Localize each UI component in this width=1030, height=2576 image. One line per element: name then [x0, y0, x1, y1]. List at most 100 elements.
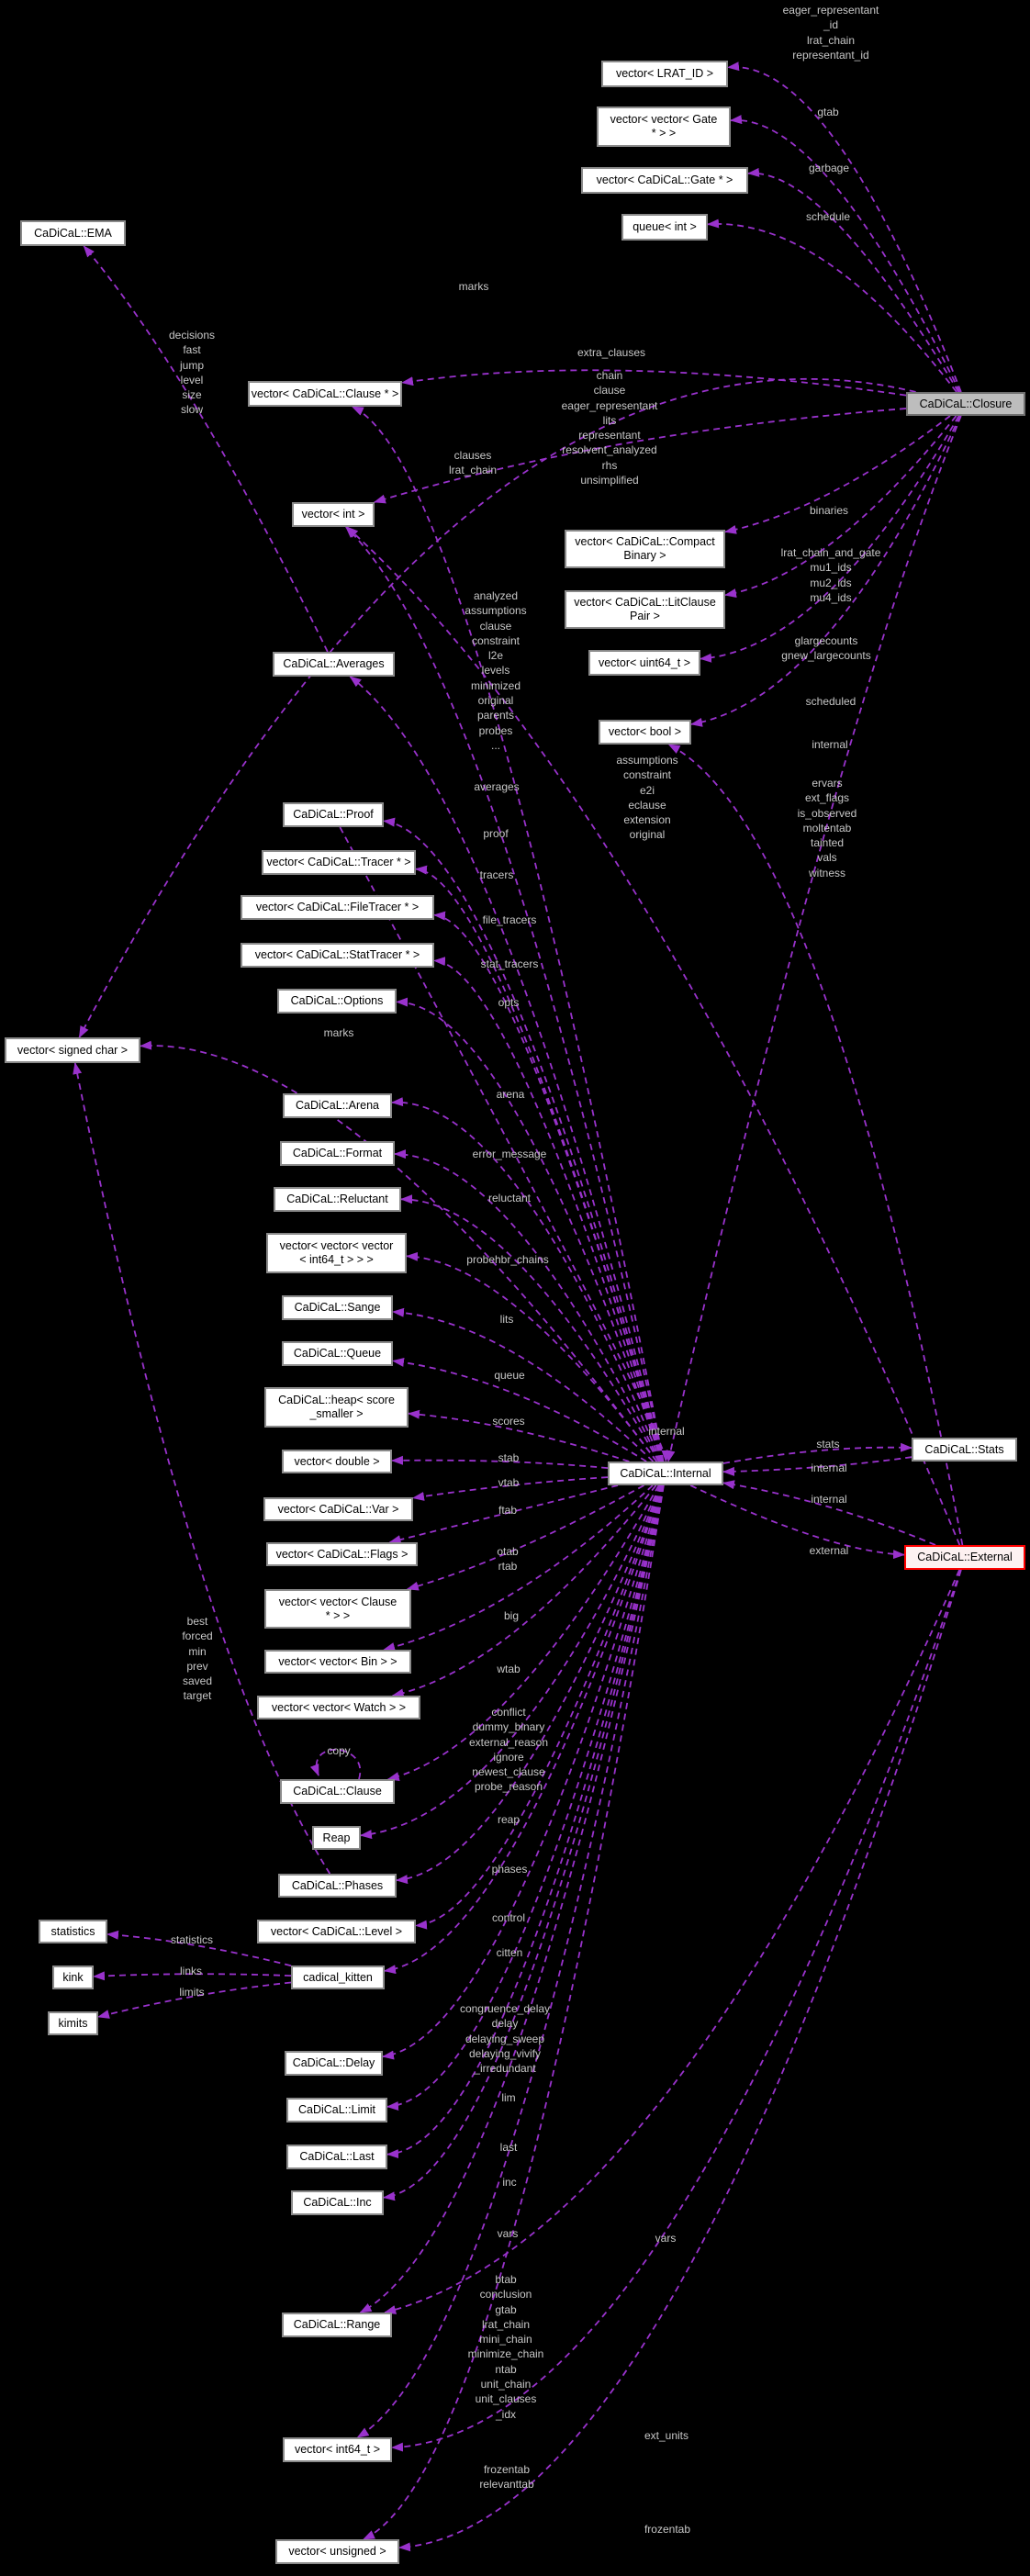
edge-label-line: copy	[327, 1744, 351, 1757]
graph-node-averages[interactable]: CaDiCaL::Averages	[273, 652, 395, 677]
graph-node-delay[interactable]: CaDiCaL::Delay	[285, 2051, 383, 2076]
graph-node-vec-vec-watch[interactable]: vector< vector< Watch > >	[257, 1696, 420, 1719]
graph-node-vec-int[interactable]: vector< int >	[292, 502, 375, 527]
graph-node-reluctant[interactable]: CaDiCaL::Reluctant	[274, 1187, 401, 1212]
edge-label-line: queue	[494, 1369, 525, 1382]
node-label-line: vector< int64_t >	[294, 2443, 381, 2456]
node-label-line: CaDiCaL::Sange	[294, 1301, 381, 1314]
node-label-line: CaDiCaL::External	[917, 1551, 1013, 1563]
graph-node-sange[interactable]: CaDiCaL::Sange	[282, 1295, 393, 1320]
node-label-line: vector< int >	[301, 508, 365, 521]
graph-node-external[interactable]: CaDiCaL::External	[904, 1545, 1025, 1570]
graph-node-options[interactable]: CaDiCaL::Options	[277, 989, 397, 1014]
edge-label-line: clause	[479, 619, 512, 633]
node-label-line: statistics	[50, 1924, 95, 1938]
edge-label-internal-from-stats: internal	[811, 1461, 846, 1475]
graph-node-vec-flags[interactable]: vector< CaDiCaL::Flags >	[266, 1542, 418, 1566]
graph-node-limit[interactable]: CaDiCaL::Limit	[286, 2098, 387, 2122]
graph-node-vec-signed-char[interactable]: vector< signed char >	[5, 1037, 140, 1063]
edge-label-line: mu1_ids	[810, 561, 852, 575]
graph-node-inc[interactable]: CaDiCaL::Inc	[291, 2190, 384, 2215]
graph-node-reap[interactable]: Reap	[312, 1826, 361, 1850]
edge-internal-to-external	[689, 1484, 905, 1560]
graph-node-vec-filetracer[interactable]: vector< CaDiCaL::FileTracer * >	[241, 895, 434, 920]
edge-label-line: congruence_delay	[459, 2002, 551, 2015]
node-label-line: CaDiCaL::Arena	[295, 1099, 379, 1112]
graph-node-closure[interactable]: CaDiCaL::Closure	[906, 392, 1025, 416]
graph-node-ema[interactable]: CaDiCaL::EMA	[20, 220, 126, 246]
graph-node-clause[interactable]: CaDiCaL::Clause	[280, 1779, 395, 1804]
edge-label-line: vtab	[498, 1476, 520, 1489]
edge-label-line: gnew_largecounts	[781, 649, 871, 663]
graph-node-format[interactable]: CaDiCaL::Format	[280, 1141, 395, 1166]
edge-internal-to-averages	[349, 676, 664, 1462]
graph-node-vec-unsigned[interactable]: vector< unsigned >	[275, 2539, 399, 2564]
edge-label-line: stab	[498, 1451, 520, 1464]
graph-node-vec-lrat-id[interactable]: vector< LRAT_ID >	[601, 61, 728, 87]
edge-label-line: target	[183, 1689, 212, 1703]
graph-node-vec-uint64[interactable]: vector< uint64_t >	[588, 650, 700, 676]
node-label-line: CaDiCaL::Inc	[303, 2196, 372, 2209]
edge-label-line: arena	[496, 1088, 525, 1101]
edge-label-line: vals	[817, 851, 837, 865]
graph-node-cadical-kitten[interactable]: cadical_kitten	[291, 1966, 385, 1989]
edge-internal-to-vec-clause-ptr	[351, 406, 665, 1462]
edge-label-line: error_message	[472, 1148, 547, 1160]
graph-node-kimits[interactable]: kimits	[48, 2011, 98, 2035]
graph-node-phases[interactable]: CaDiCaL::Phases	[278, 1874, 397, 1898]
edge-internal-to-sange	[392, 1307, 655, 1462]
graph-node-vec-int64[interactable]: vector< int64_t >	[283, 2437, 392, 2462]
graph-node-queue-int[interactable]: queue< int >	[621, 214, 708, 241]
node-label-line: vector< signed char >	[17, 1043, 129, 1057]
edge-label-limits: limits	[179, 1985, 204, 1999]
node-label-line: CaDiCaL::Reluctant	[286, 1193, 388, 1205]
graph-node-vec-gate-ptr[interactable]: vector< CaDiCaL::Gate * >	[581, 167, 748, 194]
graph-node-heap-score-smaller[interactable]: CaDiCaL::heap< score_smaller >	[264, 1387, 409, 1428]
graph-node-vec-tracer[interactable]: vector< CaDiCaL::Tracer * >	[262, 850, 416, 875]
graph-node-arena[interactable]: CaDiCaL::Arena	[283, 1093, 392, 1118]
edge-label-line: relevanttab	[479, 2478, 534, 2492]
graph-node-vec-vec-clause[interactable]: vector< vector< Clause* > >	[264, 1589, 411, 1629]
edge-label-line: proof	[483, 827, 509, 840]
graph-node-vec-clause-ptr[interactable]: vector< CaDiCaL::Clause * >	[248, 381, 402, 407]
edge-label-line: stats	[816, 1438, 840, 1450]
graph-node-vec-level[interactable]: vector< CaDiCaL::Level >	[257, 1920, 416, 1943]
graph-node-vec-double[interactable]: vector< double >	[282, 1450, 392, 1473]
edge-label-line: ervars	[812, 777, 843, 790]
edge-label-line: phases	[491, 1863, 528, 1876]
node-label-line: queue< int >	[633, 220, 697, 233]
node-label-line: vector< CaDiCaL::Var >	[277, 1502, 399, 1516]
edge-label-line: gtab	[495, 2302, 517, 2316]
edge-stats-to-internal	[722, 1456, 912, 1476]
graph-node-vec3-int64[interactable]: vector< vector< vector< int64_t > > >	[266, 1233, 407, 1273]
graph-node-vec-vec-bin[interactable]: vector< vector< Bin > >	[264, 1650, 411, 1674]
graph-node-queue[interactable]: CaDiCaL::Queue	[282, 1341, 393, 1366]
edge-internal-to-vec-stattracer	[433, 957, 663, 1462]
graph-node-statistics[interactable]: statistics	[39, 1920, 107, 1943]
edge-label-line: representant_id	[792, 48, 869, 62]
graph-node-proof[interactable]: CaDiCaL::Proof	[283, 802, 384, 827]
edge-internal-to-vec-int	[345, 526, 665, 1462]
edge-label-line: binaries	[809, 504, 849, 517]
edge-label-control: control	[492, 1910, 525, 1925]
graph-node-range[interactable]: CaDiCaL::Range	[282, 2313, 392, 2337]
graph-node-vec-vec-gate[interactable]: vector< vector< Gate* > >	[597, 106, 731, 147]
edge-internal-to-stats	[722, 1442, 912, 1464]
edge-internal-to-delay	[382, 1484, 664, 2060]
graph-node-kink[interactable]: kink	[52, 1966, 94, 1989]
edge-cadical-kitten-to-kimits	[97, 1981, 292, 2019]
edge-label-line: clause	[593, 384, 626, 398]
graph-node-stats[interactable]: CaDiCaL::Stats	[912, 1438, 1017, 1462]
edge-label-line: tracers	[479, 868, 514, 881]
graph-node-vec-var[interactable]: vector< CaDiCaL::Var >	[263, 1497, 413, 1521]
graph-node-internal[interactable]: CaDiCaL::Internal	[608, 1462, 723, 1485]
edge-label-line: newest_clause	[472, 1765, 545, 1779]
edge-internal-to-vec-vec-clause	[406, 1484, 644, 1591]
graph-node-vec-bool[interactable]: vector< bool >	[599, 720, 691, 745]
graph-node-last[interactable]: CaDiCaL::Last	[286, 2145, 387, 2169]
graph-node-vec-stattracer[interactable]: vector< CaDiCaL::StatTracer * >	[241, 943, 434, 968]
